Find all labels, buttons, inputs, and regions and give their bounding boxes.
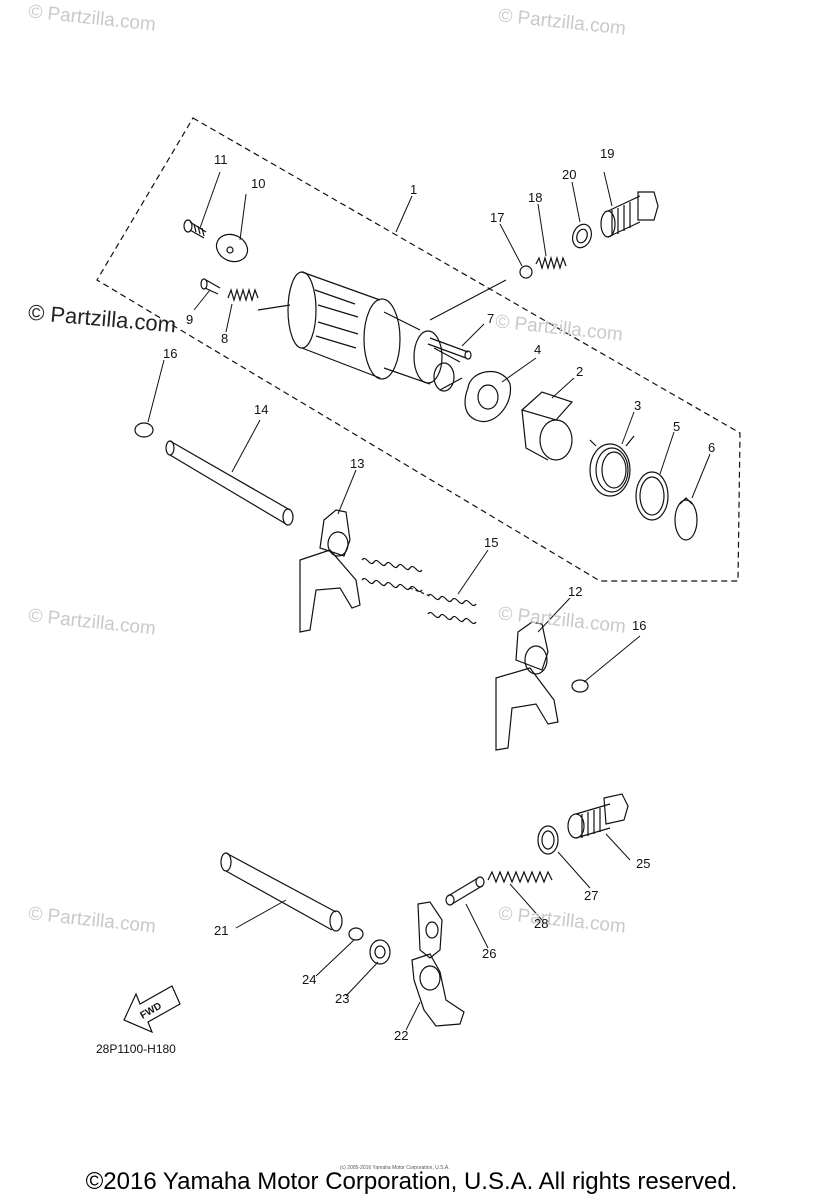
part-11-screw	[183, 219, 207, 239]
part-1-shift-drum	[257, 271, 463, 392]
part-3-torsion-spring	[589, 435, 635, 497]
callout-2: 2	[576, 364, 584, 379]
part-28-spring	[487, 870, 553, 884]
callout-15: 15	[484, 535, 499, 550]
callout-21: 21	[214, 923, 229, 938]
callout-9: 9	[186, 312, 194, 327]
part-6-circlip	[674, 497, 698, 541]
part-9-pin	[200, 278, 221, 295]
fwd-arrow-icon	[123, 985, 181, 1034]
callout-27: 27	[584, 888, 599, 903]
part-12-shift-fork	[495, 621, 559, 751]
callout-22: 22	[394, 1028, 409, 1043]
fwd-label: FWD	[138, 1001, 163, 1022]
callout-23: 23	[335, 991, 350, 1006]
part-4-plate	[464, 370, 512, 423]
callout-19: 19	[600, 146, 615, 161]
part-2-lever	[520, 391, 574, 461]
callout-5: 5	[673, 419, 681, 434]
callout-25: 25	[636, 856, 651, 871]
callout-8: 8	[221, 331, 229, 346]
part-26-pin	[445, 876, 485, 906]
callout-16: 16	[163, 346, 178, 361]
part-17-ball	[519, 265, 533, 279]
part-23-washer	[369, 939, 391, 965]
callout-1: 1	[410, 182, 418, 197]
callout-10: 10	[251, 176, 266, 191]
part-16-circlip-lower	[571, 679, 589, 693]
leader-lines	[147, 171, 711, 1031]
callout-6: 6	[708, 440, 716, 455]
part-15-springs	[361, 558, 477, 624]
callout-20: 20	[562, 167, 577, 182]
part-22-lever	[411, 901, 465, 1027]
copyright-footer: ©2016 Yamaha Motor Corporation, U.S.A. A…	[85, 1168, 738, 1195]
callout-7: 7	[487, 311, 495, 326]
part-10-plate	[215, 233, 249, 263]
part-7-pin	[427, 337, 472, 360]
callout-16: 16	[632, 618, 647, 633]
part-18-spring	[535, 255, 567, 271]
callout-3: 3	[634, 398, 642, 413]
callout-28: 28	[534, 916, 549, 931]
part-5-washer	[635, 471, 669, 521]
part-27-washer	[537, 825, 559, 855]
part-14-guide-bar	[165, 440, 294, 526]
callout-13: 13	[350, 456, 365, 471]
diagram-code: 28P1100-H180	[96, 1042, 176, 1056]
part-24-circlip	[348, 927, 364, 941]
part-13-shift-fork	[299, 509, 361, 633]
callout-26: 26	[482, 946, 497, 961]
part-8-spring	[227, 287, 259, 303]
callout-24: 24	[302, 972, 317, 987]
part-21-shaft	[220, 852, 343, 932]
callout-17: 17	[490, 210, 505, 225]
part-19-plug-bolt	[600, 191, 659, 238]
assembly-boundary	[96, 117, 741, 582]
callout-18: 18	[528, 190, 543, 205]
callout-4: 4	[534, 342, 542, 357]
callout-12: 12	[568, 584, 583, 599]
part-20-washer	[571, 223, 593, 249]
callout-11: 11	[214, 152, 228, 167]
fine-print-copyright: (c) 2005-2016 Yamaha Motor Corporation, …	[340, 1165, 450, 1171]
callout-14: 14	[254, 402, 269, 417]
part-16-circlip-upper	[134, 422, 154, 438]
part-25-plug-bolt	[567, 793, 629, 839]
